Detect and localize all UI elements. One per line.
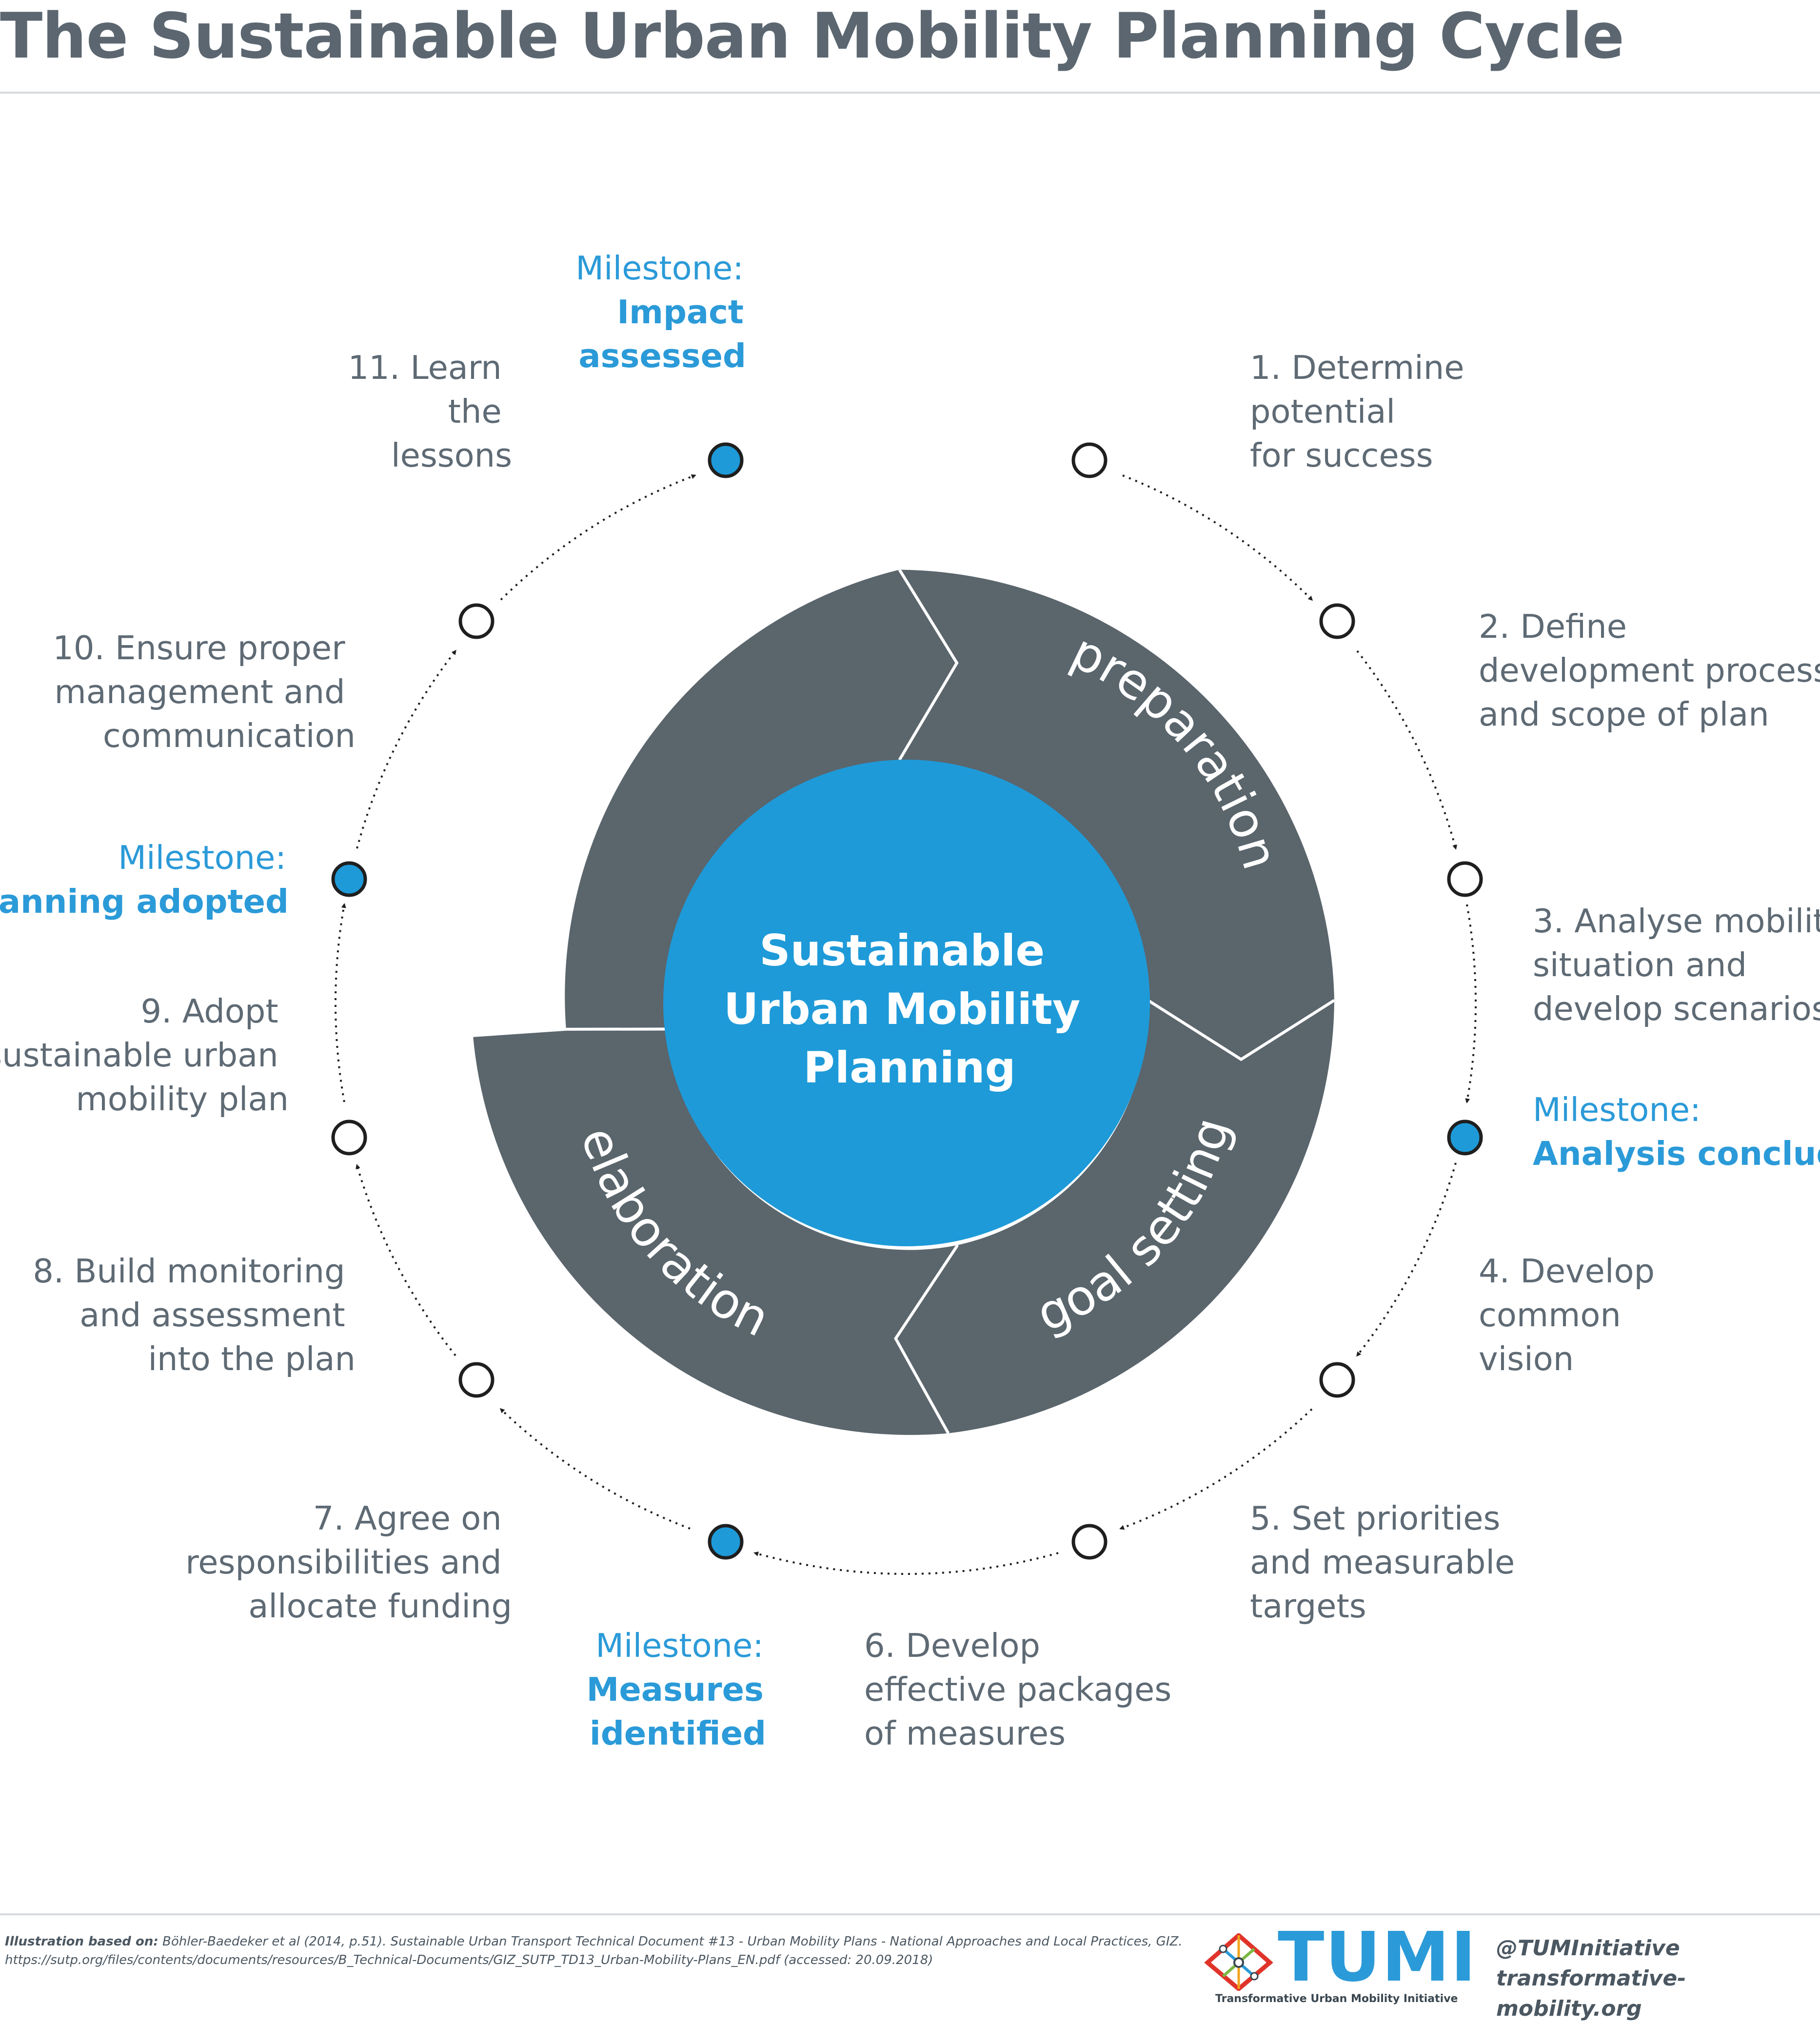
step-8-label: 8. Build monitoring and assessment into … [33, 1252, 356, 1378]
center-label-line3: Planning [803, 1042, 1015, 1093]
step-2-label: 2. Define development process and scope … [1479, 608, 1820, 733]
svg-text:Sustainable Urban Mobility: Sustainable Urban Mobility Planning [724, 925, 1095, 1093]
title-divider [0, 92, 1820, 94]
phase-preparation-segment [899, 570, 1334, 1060]
page-title: The Sustainable Urban Mobility Planning … [0, 0, 1624, 73]
node-step-8 [331, 1120, 367, 1156]
node-milestone-analysis [1447, 1120, 1483, 1156]
step-6-label: 6. Develop effective packages of measure… [864, 1627, 1182, 1752]
milestone-analysis-label: Milestone: Analysis concluded [1533, 1091, 1820, 1173]
phase-ring [473, 569, 1335, 1435]
source-text: Böhler-Baedeker et al (2014, p.51). Sust… [5, 1934, 1183, 1967]
logo-subtitle: Transformative Urban Mobility Initiative [1215, 1993, 1458, 2005]
node-milestone-measures [708, 1524, 744, 1560]
tumi-logo-mark-icon [1205, 1933, 1273, 1991]
footer-source-citation: Illustration based on: Böhler-Baedeker e… [5, 1932, 1195, 1969]
node-milestone-impact [708, 442, 744, 478]
node-step-5 [1071, 1524, 1108, 1560]
twitter-handle[interactable]: @TUMInitiative [1496, 1936, 1680, 1961]
contact-info: @TUMInitiative transformative-mobility.o… [1496, 1933, 1820, 2024]
step-11-label: 11. Learn the lessons [348, 349, 512, 474]
logo-wordmark: TUMI [1278, 1918, 1477, 1997]
website-link[interactable]: transformative-mobility.org [1496, 1966, 1686, 2021]
center-label-line1: Sustainable [759, 925, 1045, 976]
step-5-label: 5. Set priorities and measurable targets [1250, 1499, 1525, 1625]
footer-divider [0, 1913, 1820, 1915]
center-circle [663, 760, 1150, 1246]
node-step-4 [1319, 1362, 1355, 1398]
phase-goal-setting-segment [895, 1000, 1334, 1434]
phase-elaboration-segment [473, 1029, 958, 1435]
phase-implementation-segment [565, 570, 957, 1029]
step-9-label: 9. Adopt sustainable urban mobility plan [0, 992, 289, 1118]
cycle-arrows [335, 474, 1477, 1575]
milestone-impact-label: Milestone: Impact assessed [575, 249, 746, 375]
source-prefix: Illustration based on: [5, 1934, 158, 1949]
node-step-3 [1447, 861, 1483, 897]
node-step-2 [1319, 603, 1355, 639]
step-10-label: 10. Ensure proper management and communi… [53, 629, 356, 755]
node-step-10 [458, 603, 495, 639]
node-milestone-planning [331, 861, 367, 897]
step-3-label: 3. Analyse mobility situation and develo… [1533, 902, 1820, 1028]
tumi-logo: TUMI Transformative Urban Mobility Initi… [1205, 1924, 1476, 2009]
step-4-label: 4. Develop common vision [1479, 1252, 1665, 1378]
node-step-7 [458, 1362, 495, 1398]
node-step-1 [1071, 442, 1108, 478]
milestone-planning-label: Milestone: Planning adopted [0, 839, 289, 921]
step-7-label: 7. Agree on responsibilities and allocat… [185, 1499, 512, 1625]
step-1-label: 1. Determine potential for success [1250, 349, 1475, 474]
milestone-measures-label: Milestone: Measures identified [587, 1627, 766, 1752]
center-label-line2: Urban Mobility [724, 984, 1080, 1034]
